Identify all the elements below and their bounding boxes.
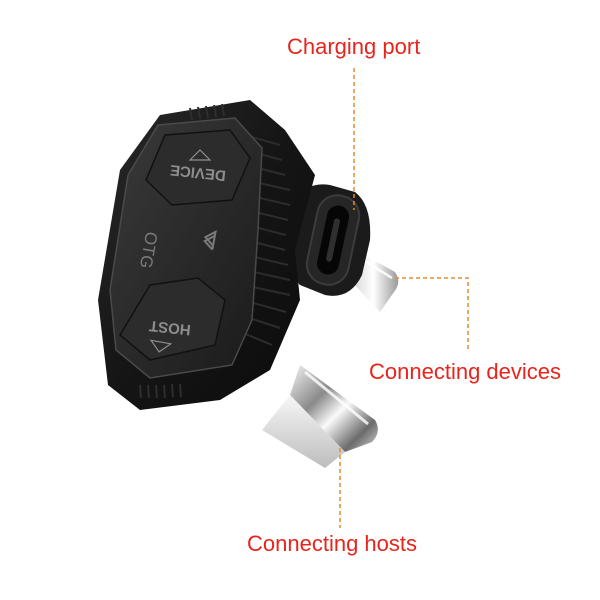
leader-lines (339, 68, 469, 528)
connecting-hosts-label: Connecting hosts (247, 531, 417, 556)
connecting-devices-leader (395, 277, 469, 352)
charging-port (284, 184, 371, 296)
host-arrow-icon (149, 339, 173, 353)
host-button[interactable]: HOST (119, 277, 226, 361)
connecting-devices-label: Connecting devices (369, 359, 562, 384)
charging-port-label: Charging port (287, 34, 421, 59)
device-button[interactable]: DEVICE (145, 129, 251, 206)
host-button-label: HOST (148, 317, 191, 338)
bluetooth-icon (203, 229, 217, 251)
device-button-label: DEVICE (169, 161, 226, 184)
host-plug (262, 365, 378, 468)
device-arrow-icon (188, 149, 212, 161)
